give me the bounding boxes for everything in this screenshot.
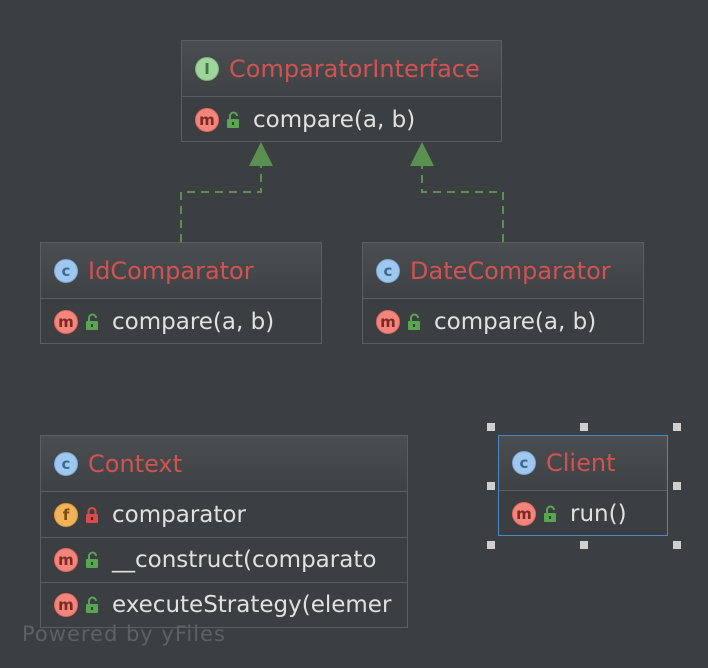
method-signature: executeStrategy(elemer — [112, 592, 392, 618]
resize-handle-ne[interactable] — [673, 423, 681, 431]
node-context[interactable]: c Context f comparator m __construct(com… — [40, 435, 408, 628]
edge-idcomparator-to-interface[interactable] — [180, 142, 273, 242]
unlocked-icon — [227, 111, 239, 128]
method-signature: run() — [570, 500, 627, 527]
interface-icon: I — [195, 56, 219, 81]
node-header: c Client — [499, 436, 667, 491]
resize-handle-e[interactable] — [673, 482, 681, 490]
method-signature: compare(a, b) — [434, 308, 597, 335]
arrowhead-icon — [249, 142, 273, 166]
class-icon: c — [54, 451, 78, 476]
class-icon: c — [54, 258, 78, 283]
method-icon: m — [54, 309, 78, 334]
method-row[interactable]: m compare(a, b) — [363, 299, 643, 343]
method-row[interactable]: m executeStrategy(elemer — [41, 582, 407, 627]
node-header: c Context — [41, 436, 407, 492]
method-row[interactable]: m run() — [499, 491, 667, 535]
field-icon: f — [54, 502, 78, 527]
resize-handle-n[interactable] — [580, 423, 588, 431]
resize-handle-sw[interactable] — [487, 541, 495, 549]
class-name: Context — [88, 449, 183, 478]
method-icon: m — [54, 548, 78, 572]
edge-datecomparator-to-interface[interactable] — [410, 142, 504, 242]
method-row[interactable]: m __construct(comparato — [41, 537, 407, 582]
method-row[interactable]: m compare(a, b) — [182, 97, 501, 141]
resize-handle-se[interactable] — [673, 541, 681, 549]
resize-handle-nw[interactable] — [487, 423, 495, 431]
class-icon: c — [376, 258, 400, 283]
method-icon: m — [195, 107, 219, 132]
watermark: Powered by yFiles — [22, 622, 226, 646]
method-row[interactable]: m compare(a, b) — [41, 299, 321, 343]
resize-handle-w[interactable] — [487, 482, 495, 490]
class-name: ComparatorInterface — [229, 54, 480, 83]
method-icon: m — [376, 309, 400, 334]
unlocked-icon — [86, 551, 98, 568]
class-name: IdComparator — [88, 256, 254, 285]
method-signature: compare(a, b) — [253, 106, 416, 133]
resize-handle-s[interactable] — [580, 541, 588, 549]
class-icon: c — [512, 451, 536, 475]
node-id-comparator[interactable]: c IdComparator m compare(a, b) — [40, 242, 322, 344]
field-row[interactable]: f comparator — [41, 492, 407, 537]
unlocked-icon — [544, 505, 556, 522]
arrowhead-icon — [410, 142, 434, 166]
locked-icon — [86, 506, 98, 523]
class-name: Client — [546, 449, 616, 477]
unlocked-icon — [408, 313, 420, 330]
node-header: c IdComparator — [41, 243, 321, 299]
unlocked-icon — [86, 313, 98, 330]
method-icon: m — [512, 501, 536, 526]
node-header: I ComparatorInterface — [182, 41, 501, 97]
method-icon: m — [54, 593, 78, 617]
field-name: comparator — [112, 501, 246, 528]
node-header: c DateComparator — [363, 243, 643, 299]
node-date-comparator[interactable]: c DateComparator m compare(a, b) — [362, 242, 644, 344]
method-signature: __construct(comparato — [112, 547, 377, 573]
node-client[interactable]: c Client m run() — [498, 435, 668, 536]
class-name: DateComparator — [410, 256, 611, 285]
method-signature: compare(a, b) — [112, 308, 275, 335]
node-comparator-interface[interactable]: I ComparatorInterface m compare(a, b) — [181, 40, 502, 142]
unlocked-icon — [86, 596, 98, 613]
